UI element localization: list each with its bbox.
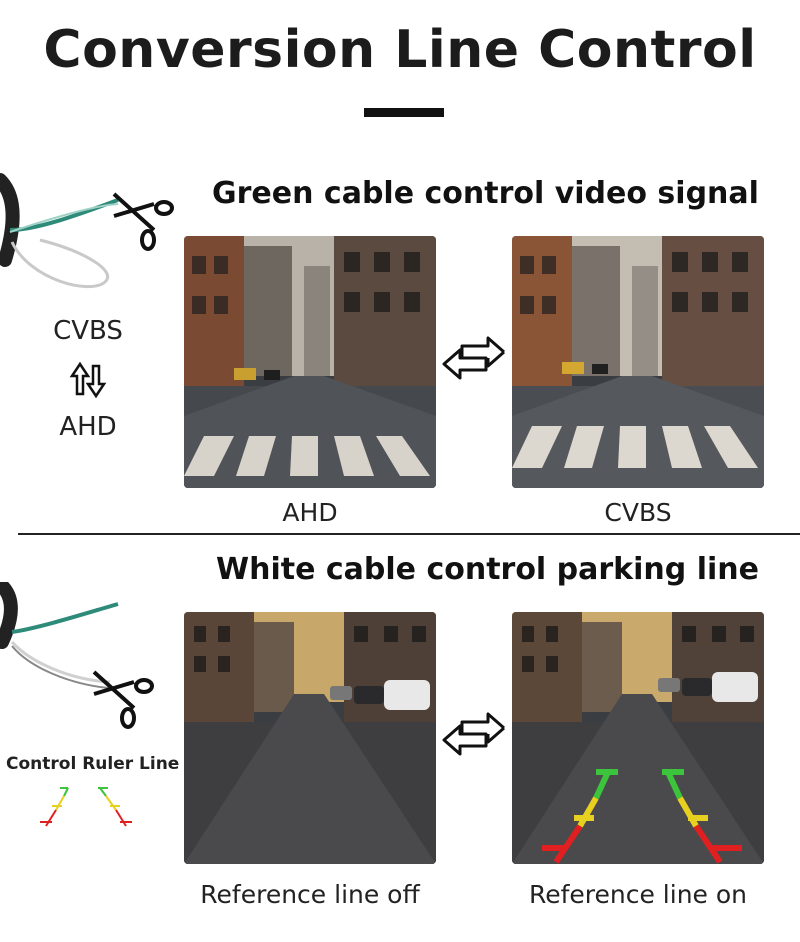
parking-photo-lines-on	[512, 612, 764, 864]
green-cable-illustration	[0, 173, 119, 289]
parking-guide-lines	[542, 769, 742, 864]
caption-reference-line-on: Reference line on	[528, 880, 748, 909]
caption-reference-line-off: Reference line off	[200, 880, 420, 909]
parking-line-legend-icon	[40, 787, 132, 827]
parking-section-heading: White cable control parking line	[216, 552, 759, 587]
swap-vertical-icon	[69, 361, 107, 399]
scissors-icon	[112, 192, 174, 251]
page-title: Conversion Line Control	[43, 20, 757, 80]
scissors-icon	[92, 670, 154, 729]
street-photo-ahd	[184, 236, 436, 488]
control-ruler-line-label: Control Ruler Line	[6, 754, 180, 774]
street-photo-cvbs	[512, 236, 764, 488]
title-underline	[364, 108, 444, 117]
signal-label-ahd: AHD	[59, 412, 117, 442]
video-section-heading: Green cable control video signal	[212, 176, 759, 211]
parking-photo-lines-off	[184, 612, 436, 864]
swap-horizontal-icon	[442, 336, 505, 380]
caption-cvbs: CVBS	[604, 498, 672, 527]
signal-label-cvbs: CVBS	[53, 316, 123, 346]
section-divider	[18, 533, 800, 535]
caption-ahd: AHD	[282, 498, 338, 527]
swap-horizontal-icon	[442, 712, 505, 756]
white-cable-illustration	[0, 582, 119, 689]
